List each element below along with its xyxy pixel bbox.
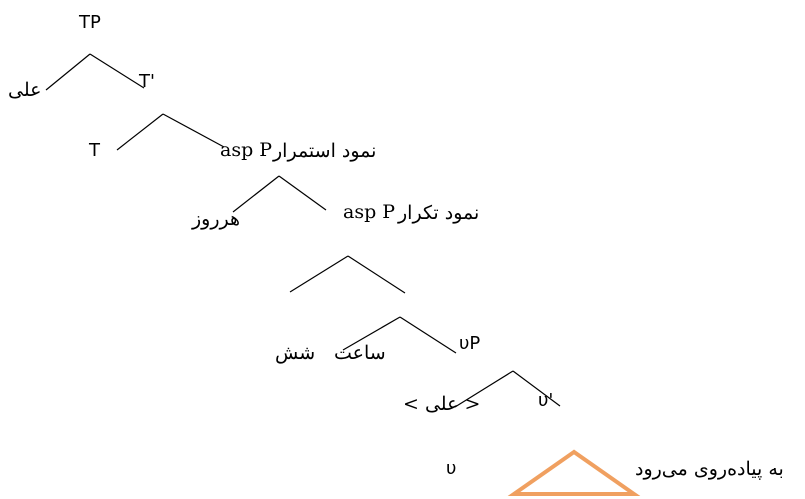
edge-tbar-t <box>116 113 164 151</box>
node-vp-content: به پیاده‌روی می‌رود <box>635 458 784 480</box>
node-t-head: T <box>89 140 100 161</box>
node-tp: TP <box>79 12 101 33</box>
node-six: شش <box>275 342 316 364</box>
edge-tbar-aspp <box>162 113 225 148</box>
node-t-bar: T' <box>139 71 155 92</box>
edge-vp-trace <box>454 370 514 408</box>
edge-tp-tbar <box>89 53 145 89</box>
node-v-bar: υ' <box>538 390 554 411</box>
edge-node-oclock <box>342 316 401 351</box>
node-asp-p-1: asp P <box>220 139 273 161</box>
edge-aspp1-aspp2 <box>278 175 327 211</box>
edge-tp-spec <box>45 53 91 91</box>
edge-aspp2-right <box>347 255 406 294</box>
node-oclock: ساعت <box>334 342 386 364</box>
node-every-day: هرروز <box>192 208 241 230</box>
node-spec-ali: علی <box>8 79 42 101</box>
node-asp-p-2-label: نمود تکرار <box>398 202 480 224</box>
node-vp: υP <box>459 333 481 354</box>
edge-node-vp <box>399 316 457 354</box>
edge-aspp2-left <box>289 255 349 293</box>
node-v-head: υ <box>446 458 457 479</box>
vp-content-triangle <box>507 449 641 496</box>
edge-vp-vbar <box>512 370 561 407</box>
node-asp-p-1-label: نمود استمرار <box>273 140 377 162</box>
node-ali-trace: < علی > <box>403 393 481 415</box>
edge-aspp1-everyday <box>232 175 280 213</box>
node-asp-p-2: asp P <box>343 201 396 223</box>
